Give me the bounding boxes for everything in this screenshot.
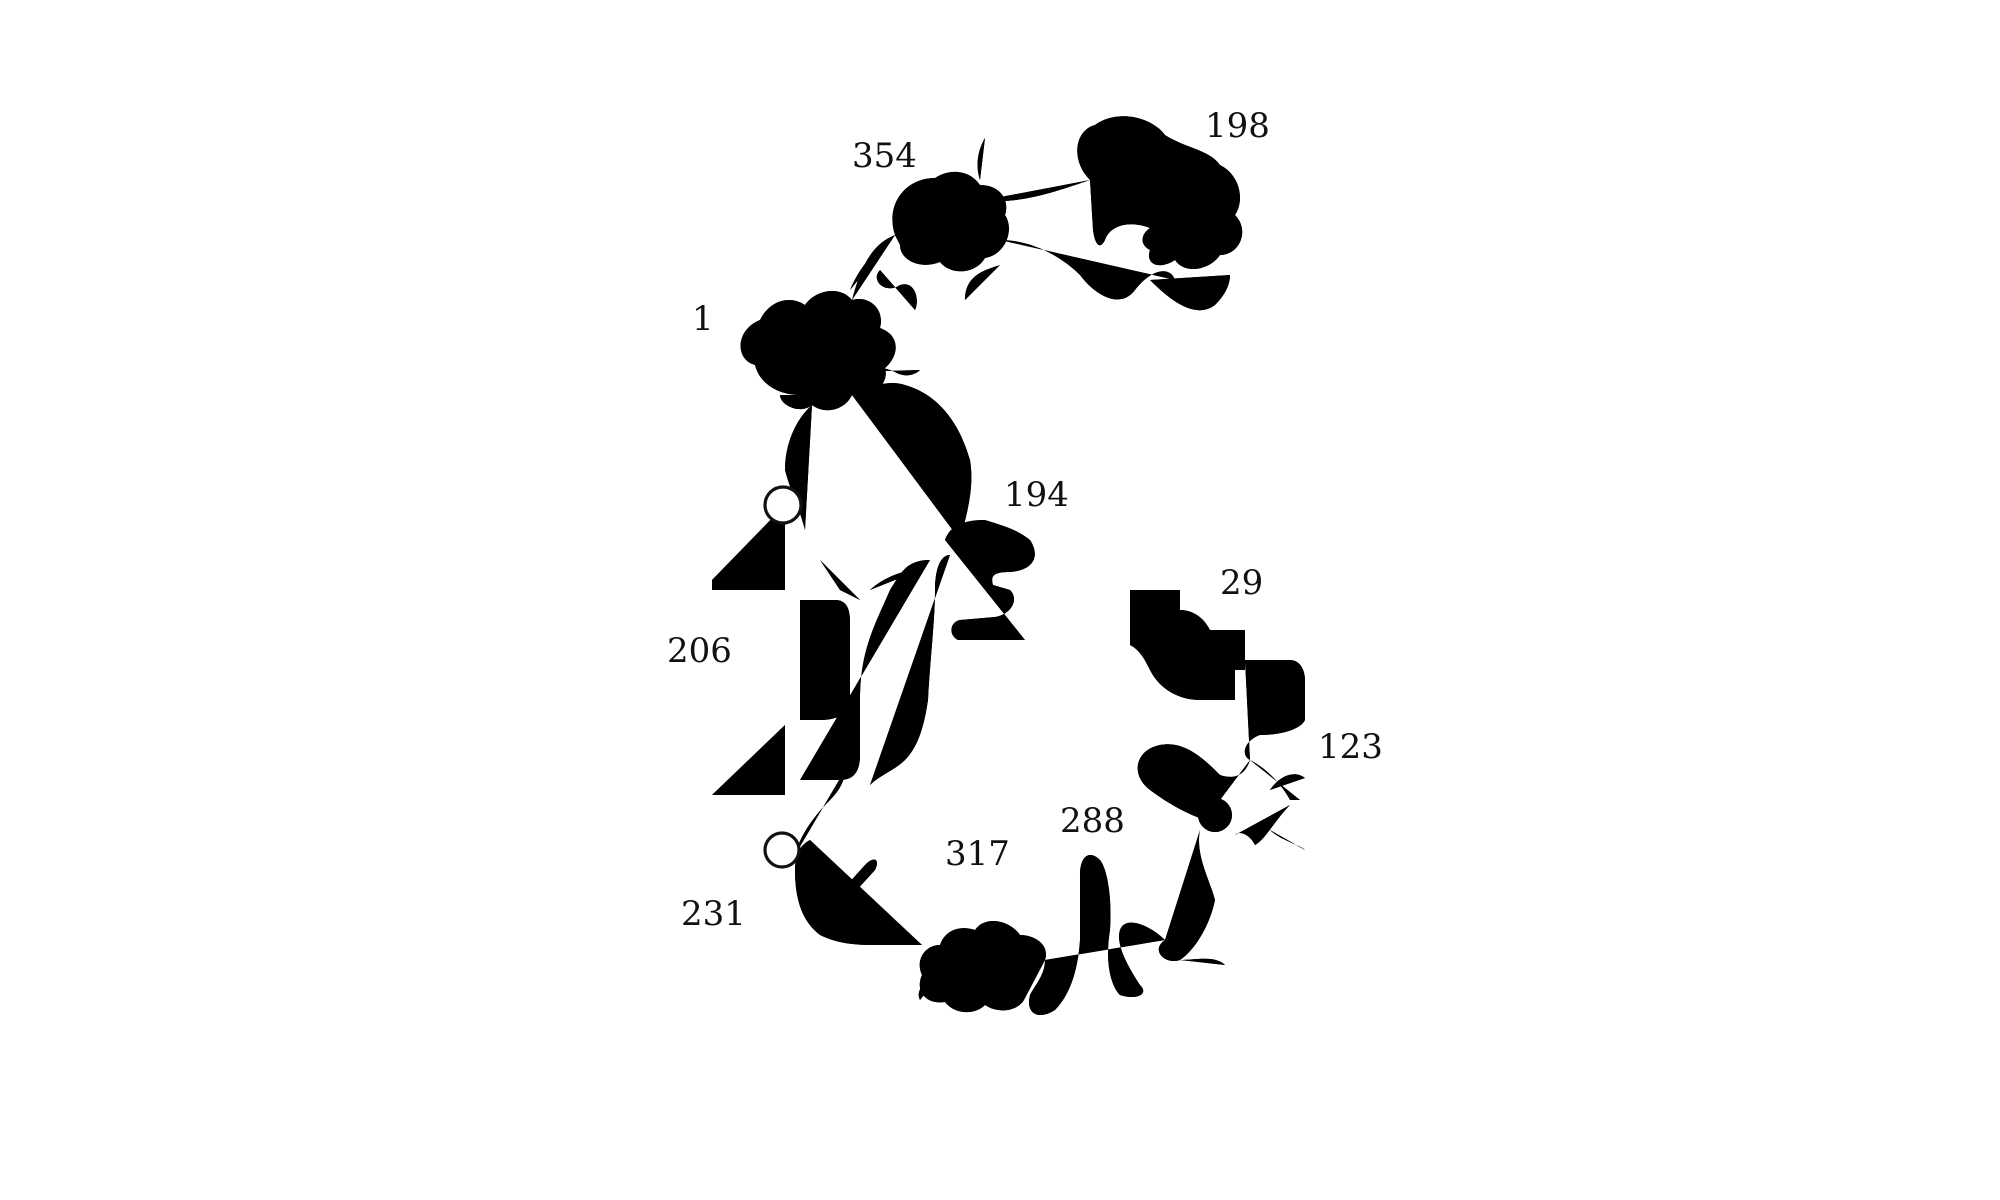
node-bead-231 [763, 831, 801, 869]
residue-label-206: 206 [667, 631, 732, 671]
residue-label-123: 123 [1318, 727, 1383, 767]
residue-label-29: 29 [1220, 563, 1263, 603]
node-bead-206-top [763, 485, 803, 525]
residue-label-194: 194 [1004, 475, 1069, 515]
backbone-fill [712, 116, 1305, 1016]
residue-label-317: 317 [945, 834, 1010, 874]
residue-label-198: 198 [1205, 106, 1270, 146]
residue-label-1: 1 [692, 299, 714, 339]
residue-label-354: 354 [852, 136, 917, 176]
residue-label-288: 288 [1060, 801, 1125, 841]
residue-label-231: 231 [681, 894, 746, 934]
